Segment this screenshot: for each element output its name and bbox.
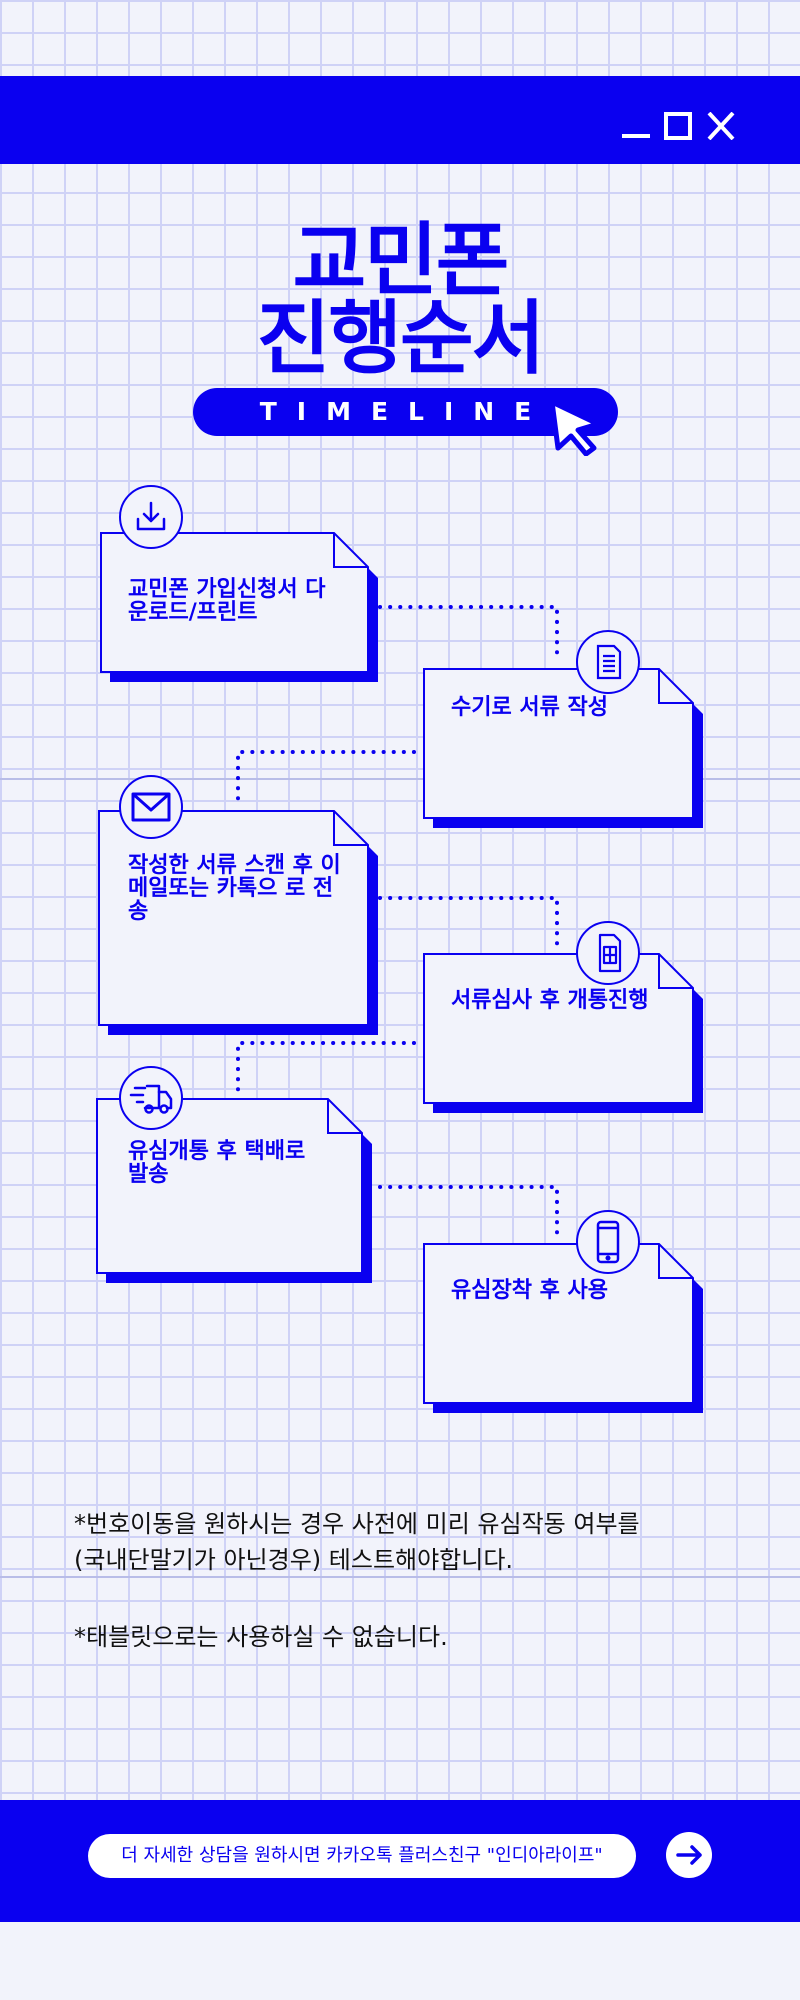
note-tablet: *태블릿으로는 사용하실 수 없습니다.: [74, 1623, 448, 1651]
step-label-5: 유심개통 후 택배로 발송: [128, 1139, 306, 1187]
timeline-badge-label: TIMELINE: [259, 397, 552, 426]
cursor-pointer-icon: [549, 399, 601, 456]
maximize-icon[interactable]: [664, 112, 694, 140]
download-icon: [119, 485, 183, 549]
truck-icon: [119, 1066, 183, 1130]
step-label-1: 교민폰 가입신청서 다운로드/프린트: [128, 577, 326, 625]
step-label-6: 유심장착 후 사용: [451, 1278, 608, 1303]
envelope-icon: [119, 775, 183, 839]
step-label-4: 서류심사 후 개통진행: [451, 988, 649, 1013]
title-block: 교민폰 진행순서: [0, 214, 800, 385]
step-label-3: 작성한 서류 스캔 후 이메일또는 카톡으 로 전송: [128, 853, 341, 924]
step-card-6: 유심장착 후 사용: [423, 1243, 703, 1413]
divider-line: [0, 1576, 800, 1578]
sim-card-icon: [576, 921, 640, 985]
kakao-consult-button[interactable]: 더 자세한 상담을 원하시면 카카오톡 플러스친구 "인디아라이프": [88, 1834, 636, 1878]
note-number-transfer: *번호이동을 원하시는 경우 사전에 미리 유심작동 여부를 (국내단말기가 아…: [74, 1510, 640, 1574]
step-card-1: 교민폰 가입신청서 다운로드/프린트: [100, 532, 378, 682]
step-card-5: 유심개통 후 택배로 발송: [96, 1098, 372, 1283]
title-line-1: 교민폰: [292, 214, 510, 307]
timeline-connectors: [236, 605, 559, 1237]
step-label-2: 수기로 서류 작성: [451, 695, 608, 720]
step-card-3: 작성한 서류 스캔 후 이메일또는 카톡으 로 전송: [98, 810, 378, 1035]
timeline-badge: TIMELINE: [193, 388, 618, 436]
minimize-icon[interactable]: [622, 112, 650, 140]
document-icon: [576, 630, 640, 694]
title-line-2: 진행순서: [256, 292, 545, 385]
grid-background: [0, 0, 800, 1920]
step-card-2: 수기로 서류 작성: [423, 668, 703, 828]
close-icon[interactable]: [706, 112, 736, 140]
divider-line: [0, 778, 800, 780]
step-card-4: 서류심사 후 개통진행: [423, 953, 703, 1113]
arrow-right-icon[interactable]: [666, 1832, 712, 1878]
smartphone-icon: [576, 1210, 640, 1274]
